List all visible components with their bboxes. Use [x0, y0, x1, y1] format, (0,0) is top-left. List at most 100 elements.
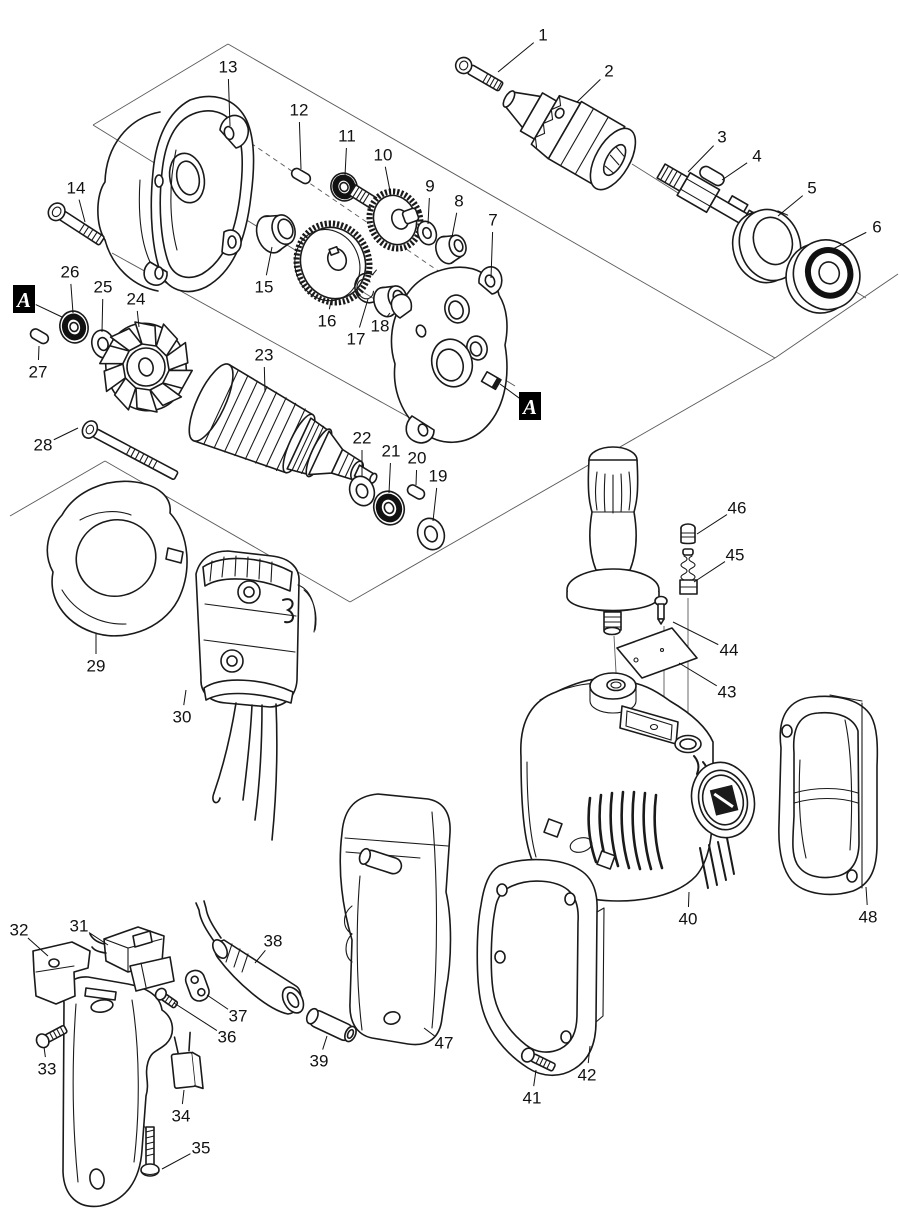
bearing-26-drawing	[59, 310, 89, 344]
screw-14-drawing	[47, 202, 105, 246]
screw-33-drawing	[35, 1024, 68, 1049]
grip-front-half-drawing	[62, 976, 174, 1208]
part-label-12: 12	[290, 101, 309, 120]
leader-line-18	[386, 312, 391, 317]
section-marker-label: A	[15, 288, 31, 312]
leader-line-48	[865, 886, 868, 906]
leader-line-3	[687, 145, 714, 173]
leader-line-23	[263, 366, 266, 393]
leader-line-42	[587, 1045, 591, 1064]
part-label-7: 7	[488, 211, 497, 230]
leader-line-8	[451, 212, 458, 238]
ring-5-drawing	[731, 208, 802, 284]
part-label-28: 28	[34, 436, 53, 455]
leader-line-44	[672, 621, 719, 646]
key-4-drawing	[699, 165, 725, 187]
fan-24-drawing	[99, 321, 193, 413]
leader-line-35	[161, 1153, 191, 1170]
bushing-8-drawing	[435, 234, 467, 265]
part-label-40: 40	[679, 910, 698, 929]
leader-line-45	[693, 561, 726, 583]
leader-line-21	[388, 462, 391, 494]
section-markers: AA	[13, 285, 541, 420]
bolt-28-drawing	[81, 420, 179, 481]
part-label-20: 20	[408, 449, 427, 468]
part-label-30: 30	[173, 708, 192, 727]
side-handle-drawing	[566, 446, 660, 636]
leader-line-12	[298, 121, 302, 170]
gear-16-drawing	[293, 220, 373, 306]
part-label-48: 48	[859, 908, 878, 927]
leader-line-38	[254, 949, 266, 964]
leader-line-36	[173, 1002, 218, 1031]
bearing-21-drawing	[372, 490, 406, 526]
nameplate-43-drawing	[616, 627, 698, 679]
leader-line-47	[423, 1027, 435, 1037]
leader-line-9	[427, 197, 430, 225]
section-marker-leader-0	[35, 304, 63, 318]
part-label-6: 6	[872, 218, 881, 237]
part-label-16: 16	[318, 312, 337, 331]
gear-housing-drawing	[97, 95, 255, 293]
leader-line-41	[533, 1069, 537, 1087]
leader-line-10	[384, 166, 392, 197]
leader-line-7	[490, 231, 494, 279]
leader-line-4	[721, 162, 748, 181]
leader-line-37	[206, 994, 229, 1010]
leader-line-14	[78, 199, 86, 223]
screw-35-drawing	[140, 1126, 160, 1177]
leader-line-11	[344, 147, 347, 177]
part-label-8: 8	[454, 192, 463, 211]
part-label-15: 15	[255, 278, 274, 297]
armature-drawing	[188, 363, 378, 484]
part-label-19: 19	[429, 467, 448, 486]
part-label-1: 1	[538, 26, 547, 45]
part-label-38: 38	[264, 932, 283, 951]
screw-36-drawing	[154, 987, 179, 1009]
leader-line-40	[687, 891, 690, 908]
screw-41-drawing	[520, 1047, 556, 1072]
part-label-29: 29	[87, 657, 106, 676]
bail-handle-drawing	[476, 858, 605, 1077]
part-label-14: 14	[67, 179, 86, 198]
section-marker-label: A	[521, 395, 537, 419]
part-label-23: 23	[255, 346, 274, 365]
part-label-37: 37	[229, 1007, 248, 1026]
tube-39-drawing	[305, 1007, 357, 1043]
leader-line-16	[328, 300, 332, 310]
part-label-36: 36	[218, 1028, 237, 1047]
part-label-13: 13	[219, 58, 238, 77]
bushing-15-drawing	[255, 214, 296, 254]
screw-1-drawing	[454, 56, 504, 92]
part-label-17: 17	[347, 330, 366, 349]
part-label-42: 42	[578, 1066, 597, 1085]
pinion-gear-10-drawing	[348, 184, 424, 252]
cord-guard-38-drawing	[195, 900, 305, 1015]
leader-line-33	[43, 1046, 46, 1058]
motor-housing-drawing	[520, 672, 756, 902]
handle-half-47-drawing	[339, 793, 452, 1046]
leader-line-31	[88, 932, 109, 946]
bearing-plate-drawing	[390, 266, 508, 444]
plug-46-drawing	[680, 523, 696, 545]
leader-line-19	[432, 487, 438, 522]
leader-line-20	[415, 469, 418, 486]
capacitor-34-drawing	[170, 1031, 204, 1090]
leader-line-43	[678, 662, 717, 687]
bracket-32-drawing	[32, 941, 91, 1005]
part-label-2: 2	[604, 62, 613, 81]
leader-line-24	[136, 310, 140, 328]
leader-line-1	[497, 42, 535, 73]
pin-12-drawing	[290, 167, 312, 185]
rear-cover-drawing	[778, 694, 879, 896]
part-label-47: 47	[435, 1034, 454, 1053]
washer-19-drawing	[416, 517, 446, 551]
leader-line-6	[832, 231, 867, 250]
part-label-46: 46	[728, 499, 747, 518]
chuck-drawing	[502, 90, 637, 191]
part-label-10: 10	[374, 146, 393, 165]
baffle-29-drawing	[46, 480, 188, 637]
part-label-4: 4	[752, 147, 761, 166]
part-label-31: 31	[70, 917, 89, 936]
part-label-41: 41	[523, 1089, 542, 1108]
